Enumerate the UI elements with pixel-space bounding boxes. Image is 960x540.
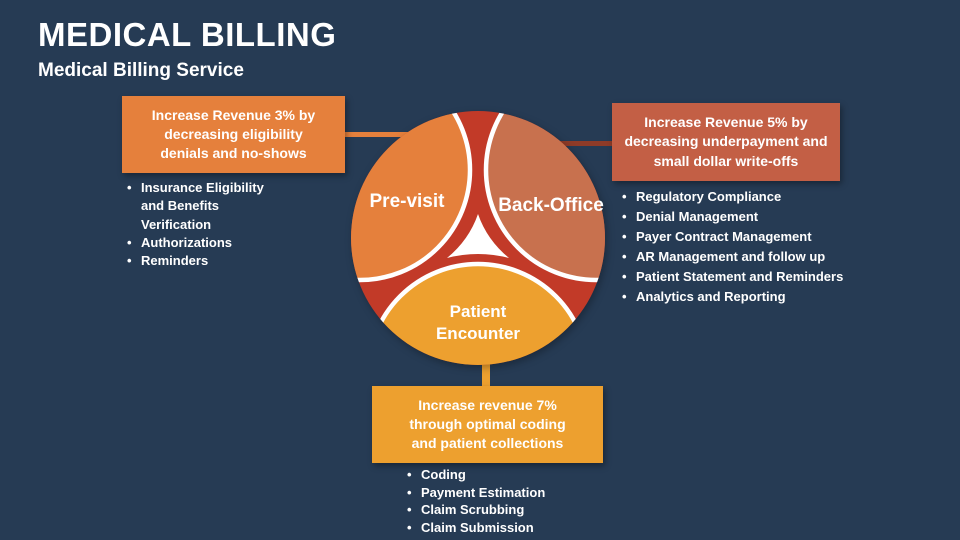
segment-label-patient: Patient [450,302,507,321]
pre-visit-bullet-list: Insurance Eligibility and Benefits Verif… [127,179,269,271]
slide-subtitle: Medical Billing Service [38,60,244,81]
list-item: Payment Estimation [407,484,592,502]
list-item: Denial Management [622,207,850,227]
segment-label-encounter: Encounter [436,324,520,343]
connector-line-pre-visit [345,132,417,137]
segment-label-pre-visit: Pre-visit [370,191,446,212]
list-item: Payer Contract Management [622,227,850,247]
back-office-bullet-list: Regulatory ComplianceDenial ManagementPa… [622,187,850,307]
list-item: AR Management and follow up [622,247,850,267]
list-item: Insurance Eligibility and Benefits Verif… [127,179,269,234]
list-item: Authorizations [127,234,269,253]
callout-pre-visit: Increase Revenue 3% by decreasing eligib… [122,96,345,173]
list-item: Analytics and Reporting [622,287,850,307]
callout-patient-encounter-text: Increase revenue 7% through optimal codi… [409,396,566,452]
list-item: Reminders [127,252,269,271]
callout-back-office: Increase Revenue 5% by decreasing underp… [612,103,840,181]
patient-encounter-bullet-list: CodingPayment EstimationClaim ScrubbingC… [407,466,592,536]
list-item: Regulatory Compliance [622,187,850,207]
callout-pre-visit-text: Increase Revenue 3% by decreasing eligib… [151,106,316,162]
callout-back-office-text: Increase Revenue 5% by decreasing underp… [624,114,828,169]
connector-line-patient-encounter [482,356,490,387]
segment-patient-encounter [365,261,591,365]
center-hub-shape [447,214,509,258]
list-item: Claim Scrubbing [407,501,592,519]
callout-patient-encounter: Increase revenue 7% through optimal codi… [372,386,603,463]
list-item: Claim Submission [407,519,592,537]
segment-label-back-office: Back-Office [498,195,604,216]
connector-line-back-office [548,141,612,146]
list-item: Patient Statement and Reminders [622,267,850,287]
slide-title: MEDICAL BILLING [38,16,337,53]
billing-cycle-diagram: Pre-visit Back-Office Patient Encounter [351,111,605,365]
list-item: Coding [407,466,592,484]
